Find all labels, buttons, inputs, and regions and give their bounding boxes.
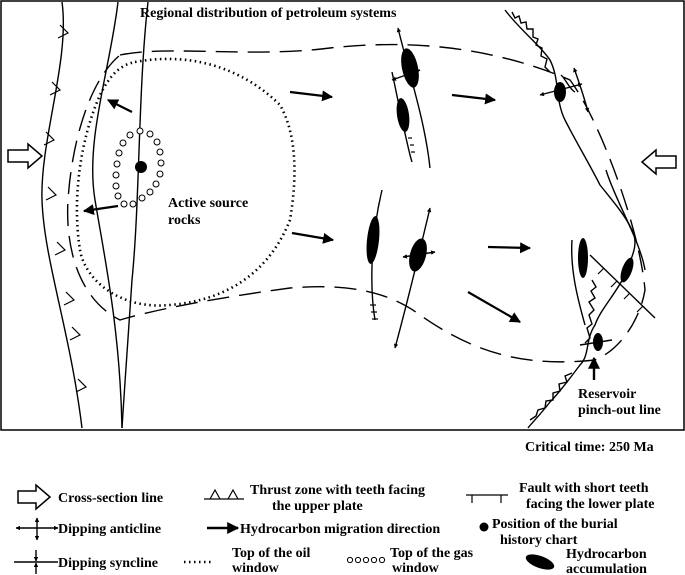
migration-arrow <box>467 291 521 323</box>
hydrocarbon-accumulation <box>401 48 419 88</box>
hydrocarbon-accumulation <box>578 238 588 278</box>
hydrocarbon-accumulation <box>554 82 566 102</box>
migration-arrow <box>289 90 334 102</box>
structures-upper <box>391 27 431 169</box>
cross-section-arrow-right <box>640 148 677 176</box>
cross-section-arrow-left <box>7 142 44 170</box>
thrust-zone-left <box>41 1 149 429</box>
legend-fault-label: Fault with short teeth facing the lower … <box>519 481 654 512</box>
migration-arrow <box>451 93 497 105</box>
hydrocarbon-accumulation <box>396 98 410 132</box>
legend-syncline-label: Dipping syncline <box>58 556 158 571</box>
migration-arrow <box>82 204 119 216</box>
hydrocarbon-accumulation <box>620 257 634 283</box>
legend: Cross-section line Thrust zone with teet… <box>14 481 654 575</box>
structures-right <box>504 9 656 429</box>
pinchout-label: Reservoir pinch-out line <box>578 387 661 418</box>
legend-burial-icon <box>479 522 489 532</box>
legend-accumulation-icon <box>525 554 555 570</box>
migration-arrow <box>107 99 133 113</box>
legend-accumulation-label: Hydrocarbon accumulation <box>566 547 650 575</box>
map-frame <box>0 0 685 431</box>
structures-lower <box>366 189 436 349</box>
critical-time-label: Critical time: 250 Ma <box>525 440 654 455</box>
migration-arrow <box>291 231 335 244</box>
legend-anticline-label: Dipping anticline <box>58 522 161 537</box>
play-boundary-dashed <box>66 43 646 363</box>
gas-window-top <box>112 127 165 208</box>
migration-arrows <box>82 90 532 323</box>
source-rocks-label: Active source rocks <box>168 196 252 228</box>
legend-thrust-icon <box>204 488 244 500</box>
migration-arrow <box>487 242 532 254</box>
fault-line <box>589 254 656 319</box>
hydrocarbon-accumulation <box>366 216 380 264</box>
legend-migration-label: Hydrocarbon migration direction <box>240 522 440 537</box>
oil-window-top <box>75 57 296 307</box>
legend-gas-window-icon <box>346 556 386 564</box>
burial-history-point <box>135 161 147 173</box>
diagram-title: Regional distribution of petroleum syste… <box>140 6 397 21</box>
legend-gas-window-label: Top of the gas window <box>390 546 477 575</box>
legend-thrust-label: Thrust zone with teeth facing the upper … <box>250 483 429 514</box>
legend-fault-icon <box>466 494 508 503</box>
legend-oil-window-label: Top of the oil window <box>232 546 314 575</box>
legend-syncline-icon <box>14 550 58 574</box>
legend-anticline-icon <box>15 517 59 541</box>
legend-cross-section-icon <box>17 483 52 511</box>
legend-burial-label: Position of the burial history chart <box>492 517 621 548</box>
thrust-teeth <box>43 24 88 393</box>
legend-cross-section-label: Cross-section line <box>58 491 163 506</box>
